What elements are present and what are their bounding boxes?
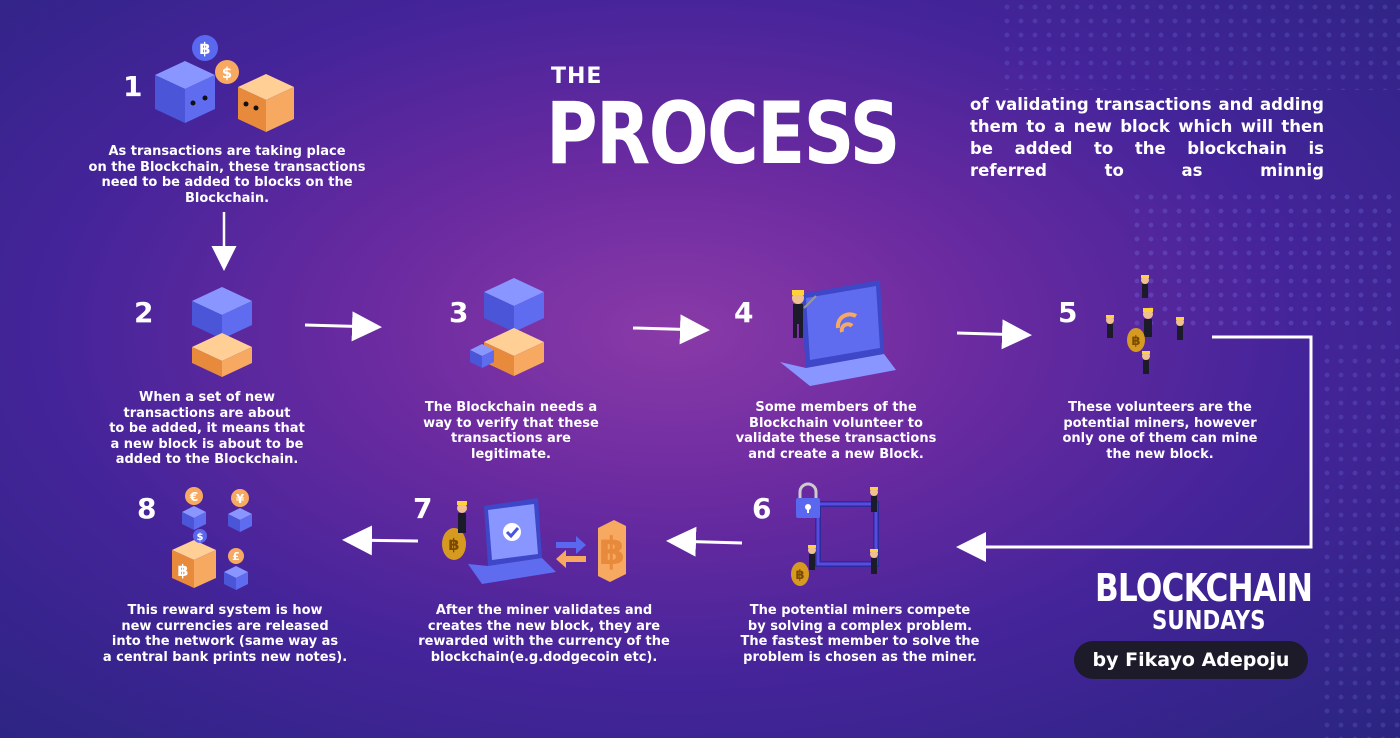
step-1-number: 1 [123, 70, 143, 103]
step-6-number: 6 [752, 492, 772, 525]
bitcoin-symbol: ฿ [199, 39, 210, 58]
dollar-symbol: $ [222, 64, 232, 82]
step-3-description: The Blockchain needs a way to verify tha… [423, 400, 599, 462]
step-7-number: 7 [413, 492, 433, 525]
header-the: THE [551, 64, 603, 89]
step-2-number: 2 [134, 296, 154, 329]
svg-text:฿: ฿ [599, 529, 625, 573]
arrow-7-to-8 [342, 525, 419, 556]
wifi-icon [835, 312, 858, 329]
brand-subtitle: SUNDAYS [1152, 606, 1266, 636]
svg-text:฿: ฿ [795, 568, 804, 583]
lock-puzzle-icon: ฿ [791, 482, 879, 586]
step-4-description: Some members of the Blockchain volunteer… [735, 400, 937, 462]
euro-cube-icon: € [182, 487, 206, 530]
bitcoin-coin-icon: ฿ [1127, 328, 1145, 352]
step-2-description: When a set of new transactions are about… [109, 390, 305, 467]
miners-group-icon: ฿ [1106, 275, 1184, 374]
svg-text:¥: ¥ [236, 492, 245, 506]
svg-text:฿: ฿ [448, 535, 459, 554]
miner-figure [792, 290, 817, 338]
reward-exchange-icon: ฿ ฿ [442, 498, 626, 584]
step-1-description: As transactions are taking place on the … [88, 144, 366, 206]
miner-figure [1141, 275, 1149, 298]
page-subtitle: of validating transactions and adding th… [970, 95, 1324, 180]
miner-figure [870, 549, 878, 574]
svg-text:£: £ [232, 550, 240, 563]
stacked-block-icon [192, 287, 252, 377]
step-4-number: 4 [734, 296, 754, 329]
arrow-5-to-6 [956, 335, 1313, 562]
arrow-2-to-3 [304, 311, 382, 342]
step-6-description: The potential miners compete by solving … [740, 603, 980, 665]
miner-figure [457, 501, 467, 533]
bitcoin-coin-icon: ฿ [442, 528, 466, 560]
svg-text:฿: ฿ [1131, 334, 1140, 349]
step-3-number: 3 [449, 296, 469, 329]
bitcoin-bubble-icon: ฿ [192, 35, 218, 61]
verify-block-icon [470, 278, 544, 376]
author-badge: by Fikayo Adepoju [1074, 641, 1308, 679]
currency-cubes-icon: € ¥ ฿ $ £ [172, 487, 252, 590]
arrow-3-to-4 [632, 314, 710, 345]
step-8-description: This reward system is how new currencies… [102, 603, 348, 665]
bitcoin-3d-icon: ฿ [598, 520, 626, 582]
bitcoin-cube-icon: ฿ $ [172, 529, 216, 588]
brand-title: BLOCKCHAIN [1095, 566, 1313, 610]
exchange-arrows-icon [556, 536, 586, 568]
bitcoin-coin-icon: ฿ [791, 562, 809, 586]
miner-figure [1142, 351, 1150, 374]
miner-figure [1106, 315, 1114, 338]
miner-figure [870, 487, 878, 512]
arrow-4-to-5 [956, 319, 1032, 350]
miner-figure [1143, 308, 1153, 337]
miner-figure [1176, 317, 1184, 340]
step-8-number: 8 [137, 492, 157, 525]
cubes-transaction-icon: ฿ $ [155, 35, 294, 132]
padlock-icon [796, 482, 820, 518]
step-5-description: These volunteers are the potential miner… [1062, 400, 1258, 462]
laptop-miner-icon [780, 280, 896, 386]
arrow-6-to-7 [666, 526, 743, 557]
step-7-description: After the miner validates and creates th… [418, 603, 670, 665]
yen-cube-icon: ¥ [228, 489, 252, 532]
page-title: PROCESS [546, 84, 900, 184]
checkmark-icon [503, 523, 521, 541]
svg-text:฿: ฿ [177, 561, 188, 580]
dollar-bubble-icon: $ [215, 60, 239, 84]
miner-figure [808, 545, 816, 570]
step-5-number: 5 [1058, 296, 1078, 329]
pound-cube-icon: £ [224, 548, 248, 590]
svg-text:$: $ [197, 532, 204, 543]
svg-text:€: € [189, 490, 198, 504]
